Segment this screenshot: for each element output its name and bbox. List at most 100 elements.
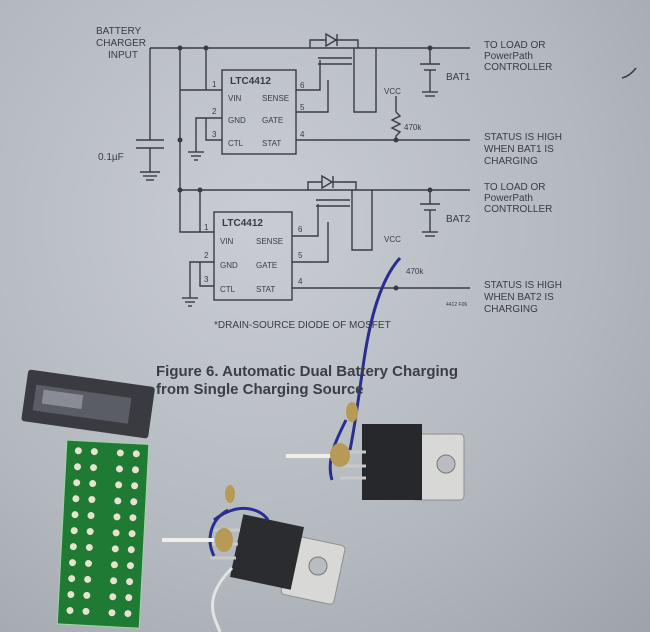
ch2-status-line1: STATUS IS HIGH (484, 280, 562, 291)
input-label-line3: INPUT (108, 50, 138, 61)
ic1-pin6-name: SENSE (262, 94, 289, 103)
pcb-pad (74, 463, 82, 471)
white-wire (211, 566, 234, 632)
pen-mark (621, 67, 637, 79)
ch2-resistor-label: 470k (406, 267, 424, 276)
to220-regulator-left (210, 514, 346, 605)
pcb-pad (110, 561, 118, 569)
breakout-pcb (56, 439, 150, 629)
ic2-pin6-name: SENSE (256, 237, 283, 246)
pcb-pad (112, 529, 120, 537)
pcb-pad (88, 496, 96, 504)
ic1-pin5-num: 5 (300, 103, 305, 112)
ref-code: 4412 F06 (446, 302, 467, 308)
ch2-load-line2: PowerPath (484, 193, 533, 204)
ch2-vcc-label: VCC (384, 235, 401, 244)
pcb-pad (131, 466, 139, 474)
pcb-pad (127, 546, 135, 554)
ch1-vcc-label: VCC (384, 87, 401, 96)
pcb-pad (71, 511, 79, 519)
ic1-pin1-name: VIN (228, 94, 242, 103)
ic1-pin5-name: GATE (262, 116, 283, 125)
smd-chip-strip (21, 369, 155, 439)
pcb-pad (124, 610, 132, 618)
ic1-pin4-num: 4 (300, 130, 305, 139)
ch1-status-line2: WHEN BAT1 IS (484, 144, 554, 155)
input-label-line1: BATTERY (96, 26, 142, 37)
pcb-pad (67, 591, 75, 599)
ic2-pin1-num: 1 (204, 223, 209, 232)
pcb-pad (131, 482, 139, 490)
pcb-pad (90, 464, 98, 472)
pcb-pad (109, 593, 117, 601)
schematic-junctions (177, 45, 433, 291)
pcb-pad (89, 480, 97, 488)
ch2-status-line3: CHARGING (484, 304, 538, 315)
pcb-pad (110, 577, 118, 585)
pcb-pad (128, 530, 136, 538)
ch2-status-line2: WHEN BAT2 IS (484, 292, 554, 303)
pcb-pad (69, 543, 77, 551)
ic1-pin3-name: CTL (228, 139, 244, 148)
pcb-pad (115, 465, 123, 473)
pcb-pad (132, 450, 140, 458)
figure-caption: Figure 6. Automatic Dual Battery Chargin… (156, 363, 516, 399)
ch1-status-line3: CHARGING (484, 156, 538, 167)
pcb-pad (85, 543, 93, 551)
pcb-pad (126, 578, 134, 586)
pcb-pad (114, 497, 122, 505)
ic2-title: LTC4412 (222, 218, 263, 229)
ch2-load-line3: CONTROLLER (484, 204, 552, 215)
ic2-pin3-num: 3 (204, 275, 209, 284)
pcb-pad (83, 591, 91, 599)
to220-regulator-right (340, 424, 465, 501)
ic2-pin3-name: CTL (220, 285, 236, 294)
ch1-resistor-label: 470k (404, 123, 422, 132)
pcb-pad (70, 527, 78, 535)
ic2-pin6-num: 6 (298, 225, 303, 234)
ic2-pin5-name: GATE (256, 261, 277, 270)
pcb-pad (84, 559, 92, 567)
ic2-pin4-num: 4 (298, 277, 303, 286)
pcb-pad (68, 575, 76, 583)
ic1-pin2-num: 2 (212, 107, 217, 116)
ch1-load-line3: CONTROLLER (484, 62, 552, 73)
pcb-pad (74, 447, 82, 455)
schematic-lines (136, 32, 470, 307)
ch1-status-line1: STATUS IS HIGH (484, 132, 562, 143)
pcb-pads (66, 447, 140, 618)
ic1-title: LTC4412 (230, 76, 271, 87)
ic1-pin3-num: 3 (212, 130, 217, 139)
jumper-wires (208, 256, 402, 557)
ic1-pin1-num: 1 (212, 80, 217, 89)
pcb-pad (82, 607, 90, 615)
ch2-load-line1: TO LOAD OR (484, 182, 546, 193)
pcb-pad (73, 479, 81, 487)
ch1-bat-label: BAT1 (446, 72, 471, 83)
pcb-pad (72, 495, 80, 503)
pcb-pad (125, 594, 133, 602)
ic2-pin1-name: VIN (220, 237, 234, 246)
solder-joints (215, 402, 358, 552)
ch2-bat-label: BAT2 (446, 214, 471, 225)
pcb-pad (84, 575, 92, 583)
cap-label: 0.1µF (98, 152, 124, 163)
footnote: *DRAIN-SOURCE DIODE OF MOSFET (214, 320, 391, 331)
pcb-pad (115, 481, 123, 489)
input-label-line2: CHARGER (96, 38, 146, 49)
ic1-pin6-num: 6 (300, 81, 305, 90)
pcb-pad (111, 545, 119, 553)
pcb-pad (90, 448, 98, 456)
ic2-pin2-num: 2 (204, 251, 209, 260)
pcb-pad (116, 449, 124, 457)
ic1-pin4-name: STAT (262, 139, 281, 148)
pcb-pad (87, 512, 95, 520)
pcb-pad (69, 559, 77, 567)
pcb-pad (129, 514, 137, 522)
caption-line1: Figure 6. Automatic Dual Battery Chargin… (156, 363, 458, 380)
ch1-load-line2: PowerPath (484, 51, 533, 62)
pcb-pad (108, 609, 116, 617)
pcb-pad (130, 498, 138, 506)
pcb-pad (86, 527, 94, 535)
